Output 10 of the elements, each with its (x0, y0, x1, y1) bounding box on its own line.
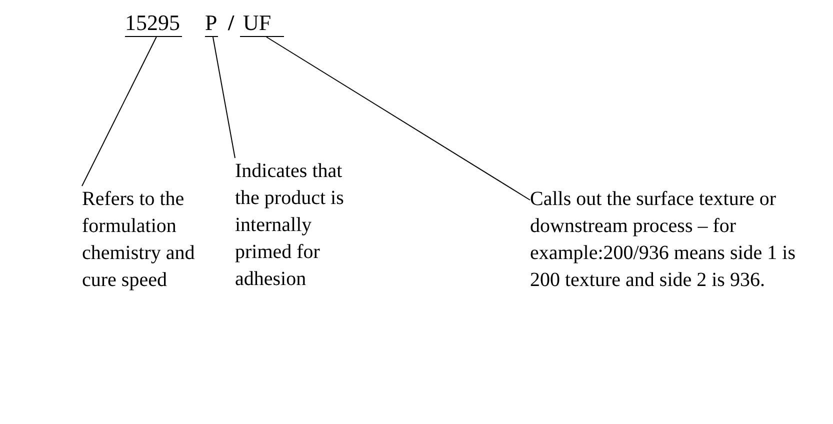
code-segment: 15295 (125, 10, 182, 37)
code-segment: P (205, 10, 218, 37)
callout-text: Indicates that the product is internally primed for adhesion (235, 158, 363, 293)
callout-text: Refers to the formulation chemistry and cure speed (82, 186, 202, 294)
leader-line (266, 36, 530, 200)
separator-text: / (228, 10, 234, 36)
leader-line (82, 36, 157, 186)
leader-line (212, 36, 236, 158)
callout-text: Calls out the surface texture or downstream process – for example:200/936 means side 1 is 200 texture and side 2 is 936. (530, 186, 800, 294)
code-segment: UF (240, 10, 284, 37)
